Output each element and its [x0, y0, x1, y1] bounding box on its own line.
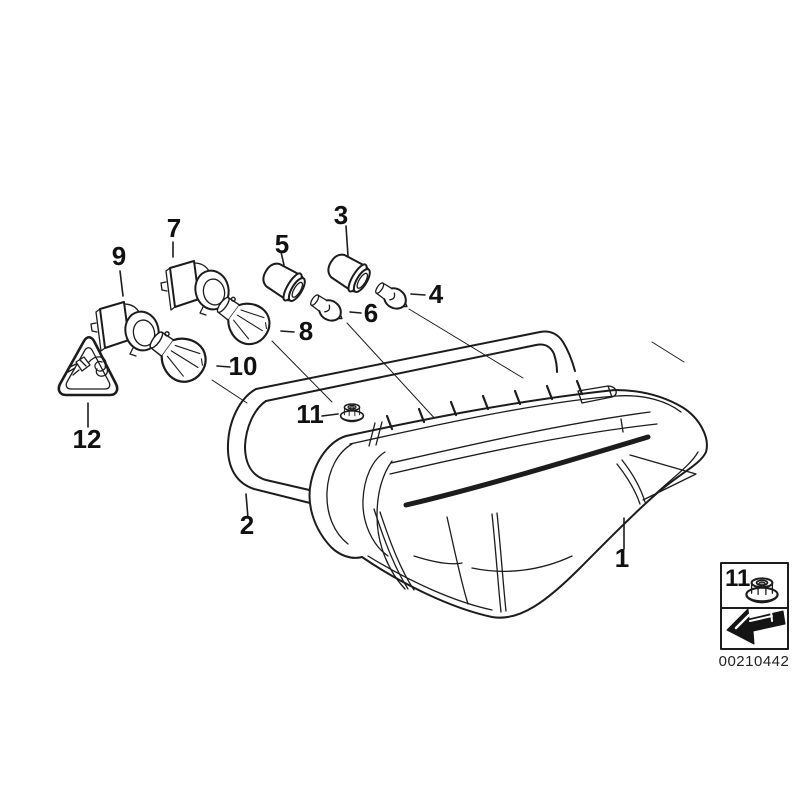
callout-leader-lines	[87, 225, 625, 550]
flange-nut-11	[339, 403, 365, 423]
legend-card: 11 00210442	[719, 562, 790, 670]
insertion-guide-lines	[211, 308, 685, 423]
electrical-connector-warning-icon	[67, 356, 109, 377]
warning-triangle-icon	[57, 335, 119, 397]
tail-light-assembly	[308, 379, 708, 619]
callout-label-9: 9	[112, 241, 126, 271]
callout-label-4: 4	[429, 279, 444, 309]
legend-ref-label: 11	[725, 565, 750, 592]
callout-label-11: 11	[296, 399, 324, 429]
callout-label-2: 2	[240, 510, 254, 540]
callout-label-5: 5	[275, 229, 289, 259]
callout-label-6: 6	[364, 298, 378, 328]
callout-label-7: 7	[167, 213, 181, 243]
callout-label-12: 12	[73, 424, 102, 454]
superseded-part-arrow-icon	[726, 608, 786, 645]
doc-number: 00210442	[719, 653, 790, 670]
callout-label-1: 1	[615, 543, 629, 573]
callout-label-3: 3	[334, 200, 348, 230]
seal-gasket	[226, 330, 576, 507]
lens-dark-stripe	[403, 434, 651, 508]
flange-nut-icon	[745, 577, 779, 604]
mounting-studs	[368, 379, 584, 447]
callout-label-10: 10	[229, 351, 258, 381]
callout-label-8: 8	[299, 316, 313, 346]
